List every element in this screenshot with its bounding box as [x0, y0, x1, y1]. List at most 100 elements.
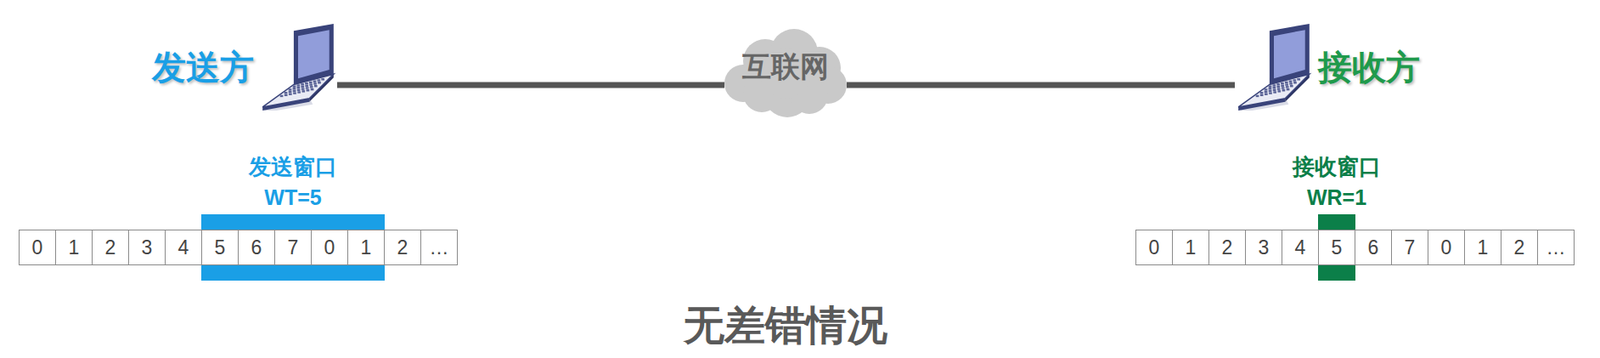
- sequence-cell: 2: [91, 229, 130, 265]
- laptop-key: [309, 81, 313, 84]
- laptop-key: [1273, 86, 1277, 89]
- laptop-key: [301, 90, 305, 92]
- diagram-title: 无差错情况: [683, 300, 888, 350]
- sequence-cell: 3: [128, 229, 166, 265]
- laptop-key: [1282, 89, 1286, 91]
- sequence-cell: 2: [1208, 229, 1246, 265]
- laptop-key: [317, 78, 322, 81]
- laptop-key: [1289, 79, 1293, 82]
- laptop-key: [1296, 78, 1301, 80]
- laptop-key: [288, 90, 293, 93]
- laptop-key: [280, 95, 284, 97]
- laptop-key: [310, 88, 315, 91]
- laptop-key: [1272, 84, 1276, 86]
- laptop-key: [1268, 87, 1273, 90]
- laptop-key: [321, 78, 325, 80]
- laptop-key: [1293, 81, 1297, 84]
- laptop-key: [284, 91, 288, 94]
- host-label: 发送方: [152, 44, 254, 91]
- sequence-cell: 7: [274, 229, 312, 265]
- laptop-screen: [1273, 29, 1306, 79]
- laptop-key: [1264, 88, 1268, 91]
- laptop-key: [1286, 88, 1291, 91]
- laptop-key: [301, 87, 305, 90]
- laptop-key: [300, 83, 305, 85]
- laptop-keyboard: [262, 73, 334, 108]
- laptop-key: [1289, 82, 1293, 85]
- laptop-key: [1284, 83, 1289, 85]
- sequence-cell: 7: [1391, 229, 1429, 265]
- laptop-key: [305, 86, 310, 89]
- laptop-key: [288, 92, 293, 95]
- sequence-cell: 0: [18, 229, 57, 265]
- laptop-key: [297, 86, 301, 89]
- laptop-key: [1290, 84, 1294, 87]
- laptop-key: [292, 91, 297, 94]
- laptop-keyboard: [1238, 73, 1310, 108]
- window-size: WR=1: [1307, 183, 1367, 211]
- laptop-key: [309, 83, 313, 85]
- laptop-key: [288, 88, 293, 91]
- laptop-key: [1256, 95, 1260, 97]
- sequence-cell: 1: [1171, 229, 1210, 265]
- laptop-key: [309, 85, 314, 88]
- sequence-cell: 0: [1135, 229, 1173, 265]
- laptop-key: [1284, 81, 1289, 84]
- sequence-cell: 4: [1281, 229, 1319, 265]
- sequence-cell: 6: [237, 229, 276, 265]
- laptop-screen: [298, 29, 330, 79]
- laptop-key: [1281, 86, 1285, 89]
- laptop-key: [314, 84, 318, 87]
- laptop-key: [1264, 90, 1268, 93]
- laptop-icon: [1234, 23, 1313, 111]
- internet-cloud: 互联网: [724, 25, 847, 118]
- sequence-cell: 5: [1318, 229, 1356, 265]
- sequence-cell: 2: [1500, 229, 1539, 265]
- sequence-cell: 0: [310, 229, 349, 265]
- laptop-key: [1276, 83, 1280, 85]
- laptop-key: [1260, 91, 1264, 94]
- host-node: 发送方: [152, 23, 338, 111]
- sequence-cell: 2: [383, 229, 422, 265]
- sequence-cell: …: [1537, 229, 1575, 265]
- laptop-key: [313, 82, 317, 85]
- laptop-key: [304, 82, 309, 85]
- cloud-label: 互联网: [742, 47, 829, 87]
- sequence-cell: 0: [1427, 229, 1465, 265]
- sequence-cell: 1: [55, 229, 93, 265]
- sequence-cell: …: [420, 229, 458, 265]
- laptop-key: [1268, 91, 1273, 94]
- laptop-key: [1268, 90, 1273, 92]
- laptop-key: [1293, 78, 1297, 81]
- laptop-key: [1264, 92, 1268, 95]
- window-heading: 发送窗口: [248, 152, 338, 181]
- laptop-key: [1276, 85, 1280, 88]
- laptop-key: [292, 90, 297, 92]
- laptop-key: [1268, 84, 1273, 87]
- laptop-key: [292, 84, 297, 87]
- laptop-key: [297, 89, 301, 91]
- laptop-key: [1277, 87, 1281, 90]
- laptop-key: [296, 84, 300, 86]
- laptop-key: [1280, 82, 1285, 85]
- laptop-key: [317, 81, 322, 84]
- laptop-key: [304, 84, 309, 87]
- laptop-icon: [259, 23, 338, 111]
- window-heading: 接收窗口: [1292, 152, 1381, 181]
- laptop-key: [1277, 90, 1281, 92]
- sequence-cell: 3: [1245, 229, 1283, 265]
- laptop-key: [292, 87, 297, 90]
- host-label: 接收方: [1318, 44, 1420, 91]
- sequence-cell: 4: [164, 229, 203, 265]
- laptop-key: [1285, 85, 1290, 88]
- sequence-cell: 5: [201, 229, 239, 265]
- host-node: 接收方: [1234, 23, 1420, 111]
- laptop-key: [300, 85, 305, 88]
- network-link: [846, 82, 1235, 89]
- laptop-key: [284, 94, 288, 96]
- sequence-cell: 6: [1354, 229, 1392, 265]
- laptop-key: [306, 89, 310, 91]
- laptop-key: [313, 79, 317, 82]
- laptop-key: [1280, 84, 1285, 87]
